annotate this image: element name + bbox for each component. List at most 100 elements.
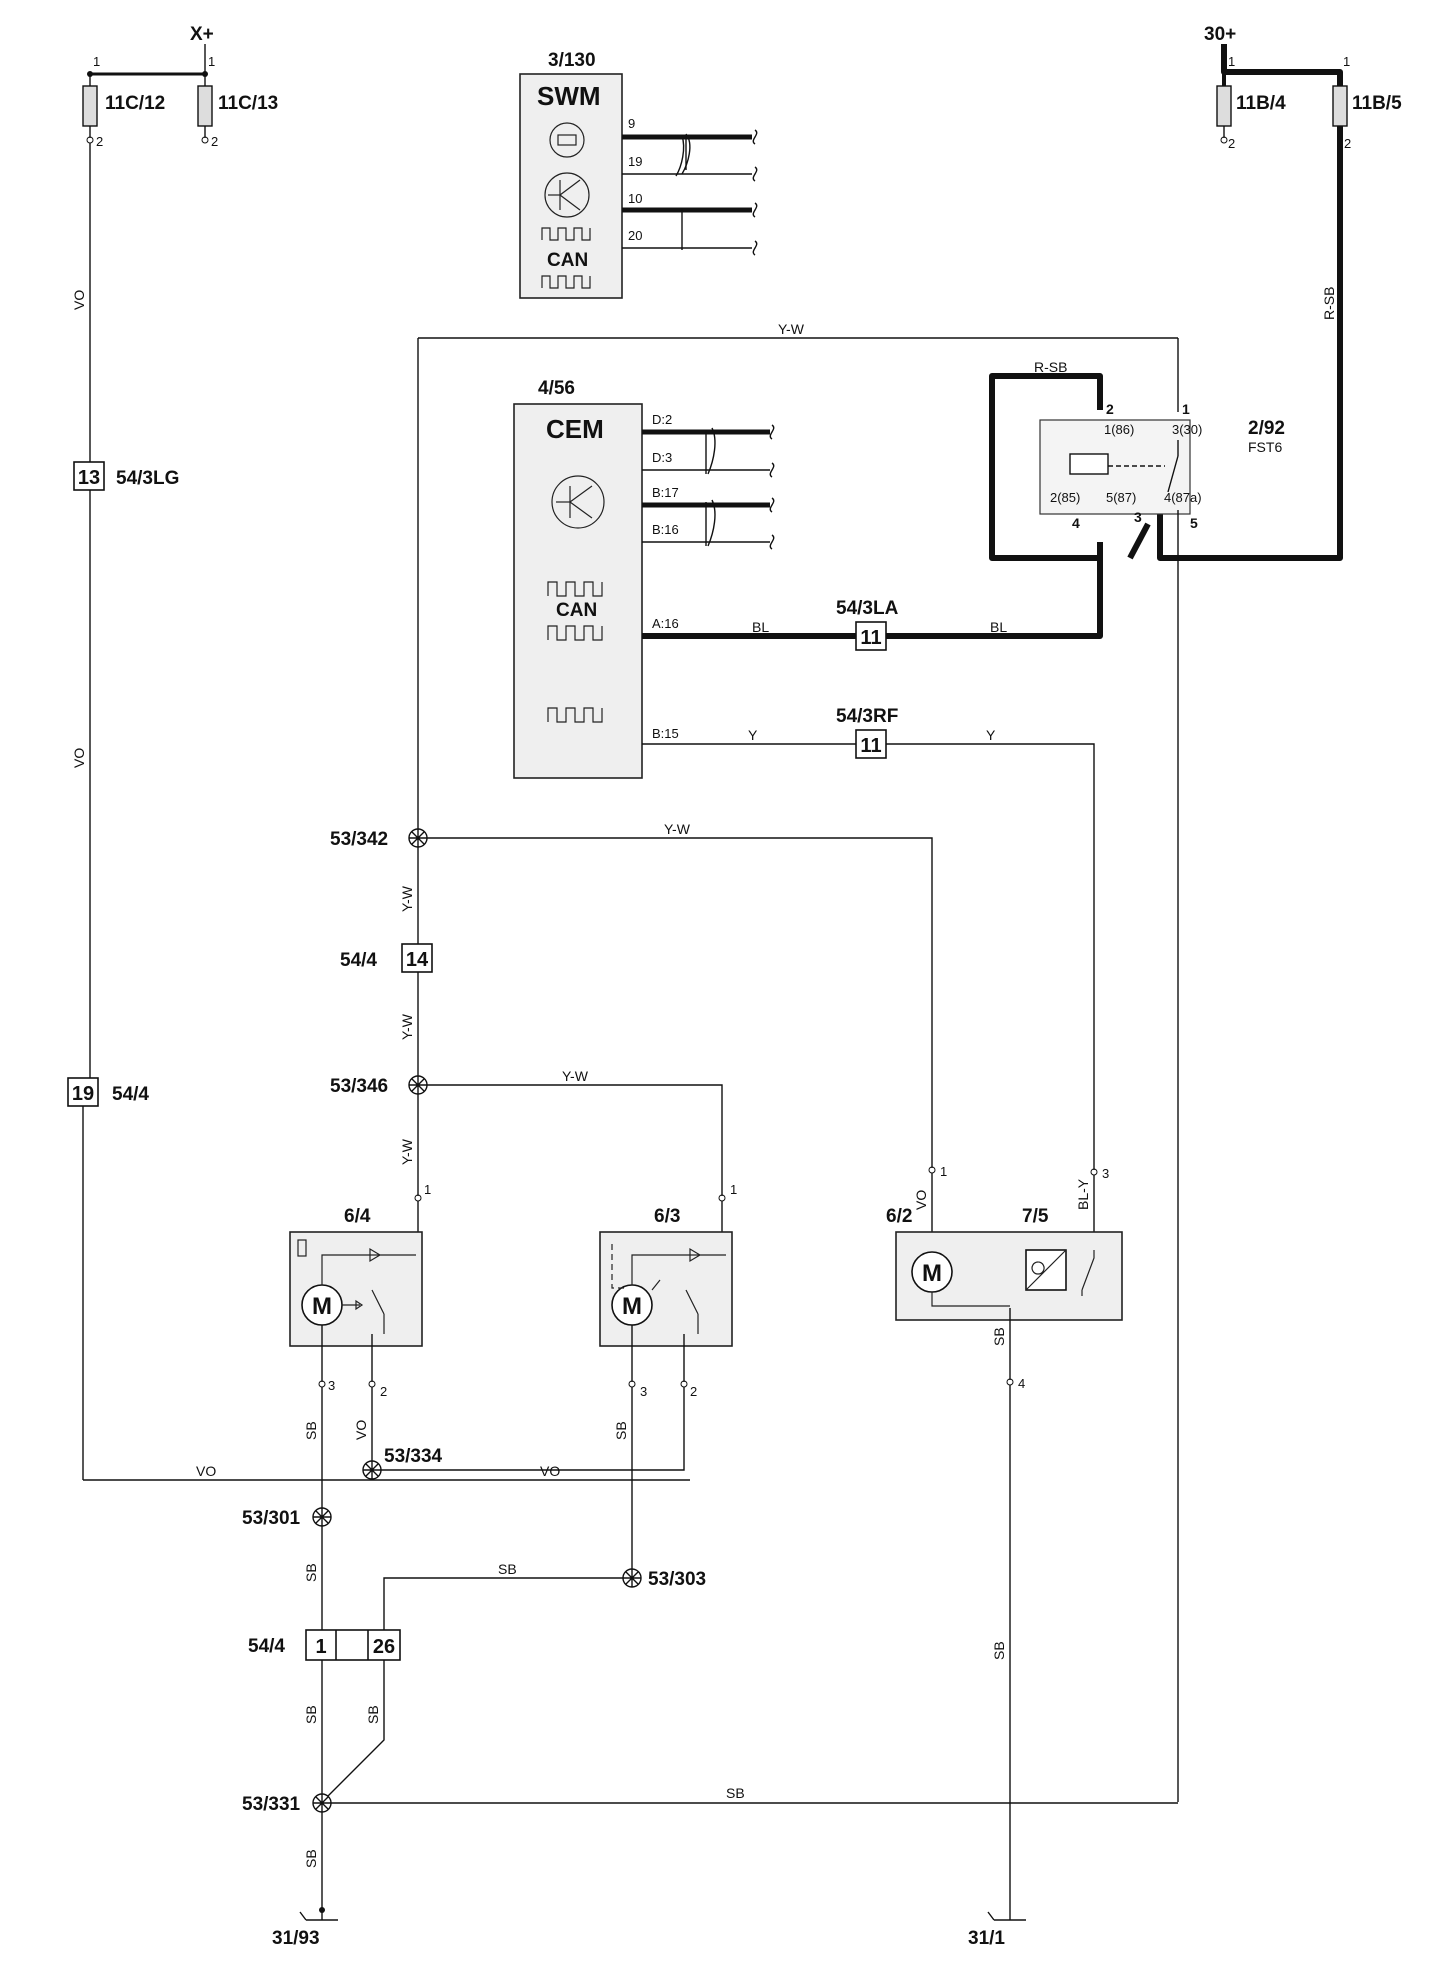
splice-53-303-label: 53/303 — [648, 1569, 706, 1590]
svg-text:Y-W: Y-W — [562, 1068, 589, 1084]
splice-53-301-label: 53/301 — [242, 1508, 301, 1529]
fuse-11b4-label: 11B/4 — [1236, 93, 1286, 114]
svg-text:1: 1 — [1228, 54, 1235, 69]
svg-text:2: 2 — [1344, 136, 1351, 151]
svg-text:2: 2 — [1228, 136, 1235, 151]
svg-text:Y-W: Y-W — [399, 885, 415, 912]
svg-text:4(87a): 4(87a) — [1164, 490, 1202, 505]
vo-feed-wire: VO 13 54/3LG VO 19 54/4 VO VO — [67, 143, 690, 1481]
connector-54-3rf-label: 54/3RF — [836, 706, 898, 727]
connector-54-3lg — [73, 461, 105, 491]
svg-text:BL: BL — [752, 619, 769, 635]
svg-text:VO: VO — [196, 1463, 216, 1479]
connector-54-3lg-label: 54/3LG — [116, 468, 179, 489]
svg-text:Y-W: Y-W — [399, 1138, 415, 1165]
ground-31-1-label: 31/1 — [968, 1928, 1005, 1949]
svg-text:20: 20 — [628, 228, 642, 243]
svg-text:3(30): 3(30) — [1172, 422, 1202, 437]
svg-text:1: 1 — [208, 54, 215, 69]
connector-54-4-label-c: 54/4 — [248, 1636, 285, 1657]
swm-ref: 3/130 — [548, 50, 596, 71]
svg-text:D:3: D:3 — [652, 450, 672, 465]
fuse-11c13-label: 11C/13 — [218, 93, 278, 114]
splice-53-301: 53/301 SB — [242, 1507, 332, 1630]
svg-text:10: 10 — [628, 191, 642, 206]
b30-supply: 30+ 1 1 2 11B/4 2 11B/5 R-SB — [1157, 24, 1402, 561]
svg-text:SB: SB — [365, 1705, 381, 1724]
ground-31-1: 31/1 — [968, 1910, 1026, 1949]
motor-6-4-ref: 6/4 — [344, 1206, 371, 1227]
svg-text:4: 4 — [1072, 515, 1080, 531]
svg-text:2: 2 — [96, 134, 103, 149]
splice-53-346: 53/346 Y-W Y-W — [330, 1068, 723, 1196]
ground-31-93-label: 31/93 — [272, 1928, 320, 1949]
fuse-11c13 — [197, 85, 213, 127]
fuse-11c12-label: 11C/12 — [105, 93, 165, 114]
relay-ref: 2/92 — [1248, 418, 1285, 439]
svg-text:3: 3 — [640, 1384, 647, 1399]
svg-text:SB: SB — [991, 1327, 1007, 1346]
lamp-icon — [549, 122, 585, 158]
svg-text:VO: VO — [540, 1463, 560, 1479]
svg-text:M: M — [922, 1260, 942, 1287]
svg-text:4: 4 — [1018, 1376, 1025, 1391]
motor-6-3-ref: 6/3 — [654, 1206, 680, 1227]
svg-text:Y-W: Y-W — [399, 1013, 415, 1040]
x-plus-label: X+ — [190, 24, 214, 45]
motor-6-3: 1 6/3 M 3 2 SB — [380, 1182, 737, 1578]
switch-7-5-ref: 7/5 — [1022, 1206, 1049, 1227]
svg-text:19: 19 — [72, 1083, 94, 1105]
svg-text:SB: SB — [303, 1563, 319, 1582]
cem-ref: 4/56 — [538, 378, 575, 399]
fuse-11b4 — [1216, 85, 1232, 127]
splice-53-303: 53/303 SB — [383, 1561, 706, 1630]
transistor-icon-cem — [551, 475, 605, 529]
motor-6-2-switch-7-5: 1 VO 3 6/2 7/5 M 4 SB SB — [886, 1164, 1123, 1910]
cem-box — [513, 403, 643, 779]
svg-text:Y: Y — [748, 727, 758, 743]
x-plus-supply: X+ 1 2 11C/12 1 2 11C/13 — [82, 24, 278, 149]
svg-text:2: 2 — [1106, 401, 1114, 417]
can-wave-icon-cem — [547, 581, 603, 597]
cem-module: 4/56 CEM CAN D:2 D:3 B:17 B:16 A:16 B:15 — [513, 378, 775, 779]
can-wave-icon — [541, 227, 591, 241]
svg-text:26: 26 — [373, 1636, 395, 1658]
relay-box — [1039, 419, 1191, 515]
yw-top-wire: Y-W — [417, 321, 1179, 838]
b30-plus-label: 30+ — [1204, 24, 1236, 45]
motor-6-2-ref: 6/2 — [886, 1206, 912, 1227]
fuse-11c12 — [82, 85, 98, 127]
connector-54-4-label-b: 54/4 — [340, 950, 377, 971]
svg-text:SB: SB — [303, 1421, 319, 1440]
svg-text:SB: SB — [498, 1561, 517, 1577]
svg-text:M: M — [312, 1293, 332, 1320]
swm-name: SWM — [537, 81, 601, 111]
svg-text:R-SB: R-SB — [1321, 287, 1337, 320]
svg-text:SB: SB — [613, 1421, 629, 1440]
svg-text:Y: Y — [986, 727, 996, 743]
svg-text:1: 1 — [424, 1182, 431, 1197]
svg-text:3: 3 — [1134, 509, 1142, 525]
svg-text:5: 5 — [1190, 515, 1198, 531]
svg-text:BL-Y: BL-Y — [1075, 1178, 1091, 1210]
cem-can: CAN — [556, 600, 597, 621]
relay-coil-icon — [1069, 453, 1109, 475]
svg-text:14: 14 — [406, 949, 429, 971]
svg-text:2: 2 — [211, 134, 218, 149]
relay-name: FST6 — [1248, 439, 1282, 455]
svg-text:1: 1 — [940, 1164, 947, 1179]
cem-name: CEM — [546, 414, 604, 444]
svg-text:1: 1 — [1182, 401, 1190, 417]
connector-54-3rf — [855, 729, 887, 759]
svg-text:3: 3 — [1102, 1166, 1109, 1181]
svg-text:D:2: D:2 — [652, 412, 672, 427]
svg-text:1: 1 — [1343, 54, 1350, 69]
svg-text:R-SB: R-SB — [1034, 359, 1067, 375]
motor-6-4: 1 6/4 M 3 2 SB VO — [289, 1182, 431, 1508]
svg-text:SB: SB — [991, 1641, 1007, 1660]
svg-text:2: 2 — [380, 1384, 387, 1399]
svg-text:M: M — [622, 1293, 642, 1320]
splice-53-346-label: 53/346 — [330, 1076, 388, 1097]
svg-text:Y-W: Y-W — [778, 321, 805, 337]
connector-54-3la-label: 54/3LA — [836, 598, 899, 619]
